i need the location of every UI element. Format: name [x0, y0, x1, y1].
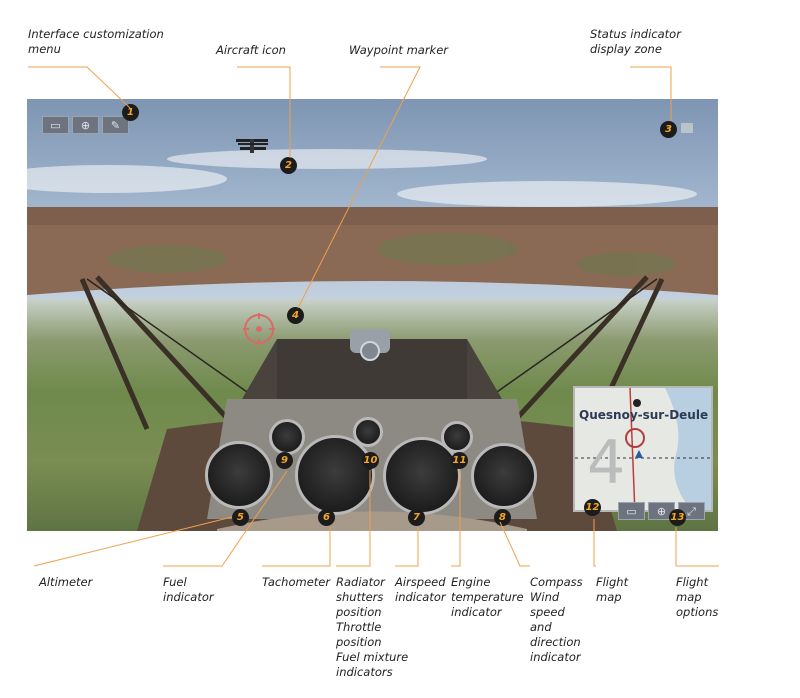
callout-label-radiator: Radiator shutters position Throttle posi… [336, 575, 409, 679]
map-icon: ▭ [50, 119, 61, 132]
flight-map[interactable]: 4 Quesnoy-sur-Deule [573, 386, 713, 512]
callout-badge-4: 4 [287, 307, 304, 324]
fuel-indicator-gauge [269, 419, 305, 455]
compass-gauge [471, 443, 537, 509]
callout-label-engine-temp: Engine temperature indicator [451, 575, 524, 619]
callout-label-altimeter: Altimeter [39, 575, 93, 589]
toolbar-map-button[interactable]: ▭ [42, 116, 69, 134]
callout-badge-11: 11 [451, 452, 468, 469]
flight-map-terrain: 4 [575, 388, 711, 510]
callout-badge-1: 1 [122, 104, 139, 121]
callout-label-aircraft-icon: Aircraft icon [216, 43, 286, 57]
callout-badge-8: 8 [494, 509, 511, 526]
callout-badge-12: 12 [584, 499, 601, 516]
aircraft-icon [236, 139, 268, 153]
altimeter-gauge [205, 441, 273, 509]
radiator-shutters-gauge [353, 417, 383, 447]
callout-badge-6: 6 [318, 509, 335, 526]
target-icon: ⊕ [80, 119, 91, 132]
toolbar-target-button[interactable]: ⊕ [72, 116, 99, 134]
callout-label-fuel-indicator: Fuel indicator [163, 575, 214, 604]
callout-label-tachometer: Tachometer [262, 575, 331, 589]
callout-badge-9: 9 [276, 452, 293, 469]
target-icon: ⊕ [656, 505, 667, 518]
engine-temperature-gauge [441, 421, 473, 453]
callout-label-status-zone: Status indicator display zone [590, 27, 681, 56]
status-indicator-icon [681, 123, 693, 133]
callout-badge-5: 5 [232, 509, 249, 526]
callout-label-map-options: Flight map options [676, 575, 719, 619]
callout-badge-7: 7 [408, 509, 425, 526]
resize-icon: ⤢ [687, 505, 696, 518]
callout-label-waypoint-marker: Waypoint marker [349, 43, 449, 57]
callout-label-interface-menu: Interface customization menu [28, 27, 164, 56]
tachometer-gauge [295, 435, 375, 515]
map-option-map-button[interactable]: ▭ [618, 502, 645, 520]
callout-label-airspeed: Airspeed indicator [395, 575, 446, 604]
callout-label-compass: Compass Wind speed and direction indicat… [530, 575, 583, 664]
game-screenshot: ▭ ⊕ ✎ 4 Quesnoy-sur-Deule ▭ ⊕ ⤢ 1 2 3 4 … [27, 99, 718, 531]
svg-text:4: 4 [587, 428, 625, 498]
map-icon: ▭ [626, 505, 637, 518]
waypoint-marker-icon [243, 313, 275, 345]
toolbar-wrench-button[interactable]: ✎ [102, 116, 129, 134]
callout-badge-10: 10 [362, 452, 379, 469]
callout-label-flight-map: Flight map [596, 575, 629, 604]
map-place-name: Quesnoy-sur-Deule [579, 408, 709, 422]
callout-badge-2: 2 [280, 157, 297, 174]
callout-badge-3: 3 [660, 121, 677, 138]
cockpit-view [27, 149, 718, 531]
wrench-icon: ✎ [110, 119, 121, 132]
callout-badge-13: 13 [669, 509, 686, 526]
